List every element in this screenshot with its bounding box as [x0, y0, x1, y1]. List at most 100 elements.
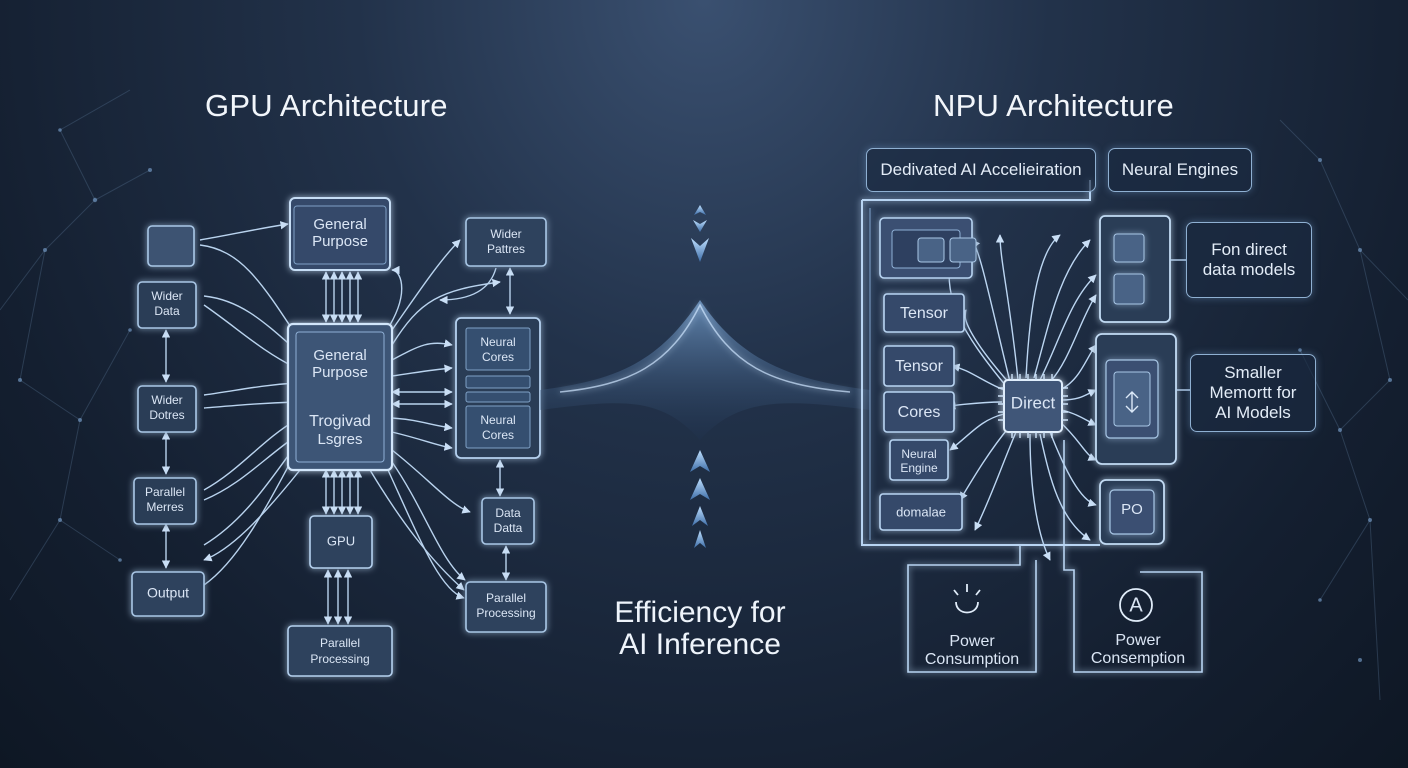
callout-memory-line-3: AI Models — [1215, 403, 1291, 422]
npu-units — [879, 217, 1159, 535]
npu-memory-arrows-icon — [1125, 391, 1139, 413]
npu-unit-label-4b: Engine — [900, 461, 938, 475]
gpu-top-box-inner — [293, 205, 387, 265]
npu-unit-label-2: Tensor — [895, 358, 944, 375]
npu-unit-label-4a: Neural — [901, 447, 936, 461]
gpu-nodes — [131, 197, 547, 677]
npu-power-labels: A Power Consumption Power Consemption — [925, 594, 1185, 668]
power-circle-icon — [1119, 588, 1153, 622]
npu-right-cell-1 — [1113, 233, 1145, 263]
npu-unit-label-1: Tensor — [900, 305, 949, 322]
gpu-data-line-1: Data — [495, 506, 521, 520]
gpu-node-1-line-2: Data — [154, 304, 180, 318]
gpu-node-2-line-2: Dotres — [149, 408, 184, 422]
npu-domalae — [879, 493, 963, 531]
npu-callout-leaders — [1170, 259, 1190, 391]
npu-unit-top-cell-1 — [917, 237, 945, 263]
gpu-bottom-line-2: Processing — [310, 652, 369, 666]
gpu-bottom-box — [287, 625, 393, 677]
smile-power-icon — [955, 601, 979, 614]
npu-tensor-1 — [883, 293, 965, 333]
npu-power-icons — [953, 584, 1153, 622]
npu-unit-label-5: domalae — [896, 504, 946, 519]
gpu-node-2-line-1: Wider — [151, 393, 182, 407]
center-callout-line-1: Efficiency for — [614, 596, 786, 629]
npu-right-cell-2 — [1113, 273, 1145, 305]
npu-chip-pins — [998, 374, 1068, 438]
gpu-node-wider-data — [137, 281, 197, 329]
gpu-node-parallel-processing — [465, 581, 547, 633]
power-left-line-2: Consumption — [925, 651, 1019, 668]
gpu-pp-line-2: Processing — [476, 606, 535, 620]
callout-memory: Smaller Memortt for AI Models — [1190, 354, 1316, 432]
gpu-node-4-line-1: Output — [147, 585, 189, 601]
gpu-right-top-line-2: Pattres — [487, 242, 525, 256]
npu-direct-chip — [1003, 379, 1063, 433]
gpu-bottom-line-1: Parallel — [320, 636, 360, 650]
npu-tag-engines: Neural Engines — [1108, 148, 1252, 192]
npu-traces — [944, 234, 1097, 561]
npu-cores — [883, 391, 955, 433]
npu-unit-label-3: Cores — [898, 404, 941, 421]
power-icon-letter: A — [1129, 594, 1143, 616]
gpu-node-data-datta — [481, 497, 535, 545]
gpu-node-1-line-1: Wider — [151, 289, 182, 303]
gpu-top-box-line-1: General — [313, 216, 366, 233]
power-left-line-1: Power — [949, 633, 995, 650]
gpu-neural-2-line-2: Cores — [482, 428, 514, 442]
center-callout: Efficiency for AI Inference — [590, 597, 810, 661]
gpu-neural-1-line-2: Cores — [482, 350, 514, 364]
gpu-node-wider-pattres — [465, 217, 547, 267]
npu-neural-engine — [889, 439, 949, 481]
gpu-core-line-4: Lsgres — [317, 431, 362, 448]
callout-memory-line-2: Memortt for — [1209, 383, 1297, 402]
npu-unit-top-cell-2 — [949, 237, 977, 263]
gpu-data-line-2: Datta — [494, 521, 523, 535]
gpu-top-box-line-2: Purpose — [312, 233, 368, 250]
gpu-right-top-line-1: Wider — [490, 227, 521, 241]
gpu-neural-slot-1 — [465, 375, 531, 389]
gpu-small-node — [147, 225, 195, 267]
gpu-core-line-1: General — [313, 347, 366, 364]
center-chevrons-up — [690, 450, 710, 548]
gpu-neural-1-line-1: Neural — [480, 335, 515, 349]
center-chevrons-down — [691, 205, 709, 262]
callout-memory-line-1: Smaller — [1224, 363, 1282, 382]
gpu-core-box-inner — [295, 331, 385, 463]
power-right-line-1: Power — [1115, 632, 1161, 649]
gpu-pp-line-1: Parallel — [486, 591, 526, 605]
gpu-node-3-line-1: Parallel — [145, 485, 185, 499]
gpu-core-line-2: Purpose — [312, 364, 368, 381]
callout-direct: Fon direct data models — [1186, 222, 1312, 298]
gpu-core-line-3: Trogivad — [309, 413, 371, 430]
gpu-core-box — [286, 322, 394, 472]
npu-title: NPU Architecture — [933, 88, 1174, 123]
gpu-node-parallel-merres — [133, 477, 197, 525]
gpu-node-output — [131, 571, 205, 617]
npu-tensor-2 — [883, 345, 955, 387]
callout-direct-line-1: Fon direct — [1211, 240, 1287, 259]
gpu-labels: General Purpose General Purpose Trogivad… — [145, 216, 536, 666]
gpu-node-3-line-2: Merres — [146, 500, 183, 514]
npu-tag-accel: Dedivated AI Accelieiration — [866, 148, 1096, 192]
center-callout-line-2: AI Inference — [619, 628, 781, 661]
power-rays-icon — [953, 584, 981, 596]
gpu-neural-slot-2 — [465, 391, 531, 403]
gpu-node-wider-dotres — [137, 385, 197, 433]
center-bridge — [540, 300, 870, 440]
callout-direct-line-2: data models — [1202, 260, 1296, 279]
gpu-neural-cores-1 — [465, 327, 531, 371]
power-right-line-2: Consemption — [1091, 650, 1185, 667]
gpu-title: GPU Architecture — [205, 88, 448, 123]
gpu-top-box — [289, 197, 391, 271]
gpu-neural-2-line-1: Neural — [480, 413, 515, 427]
npu-po-label: PO — [1121, 501, 1143, 518]
npu-labels: Tensor Tensor Cores Neural Engine domala… — [895, 305, 1143, 519]
npu-po-box — [1109, 489, 1155, 535]
npu-chip-label: Direct — [1011, 393, 1056, 412]
gpu-neural-cores-2 — [465, 405, 531, 449]
background-dots — [18, 128, 1392, 662]
gpu-bottom-gpu-label: GPU — [327, 533, 355, 548]
gpu-bottom-gpu-box — [309, 515, 373, 569]
